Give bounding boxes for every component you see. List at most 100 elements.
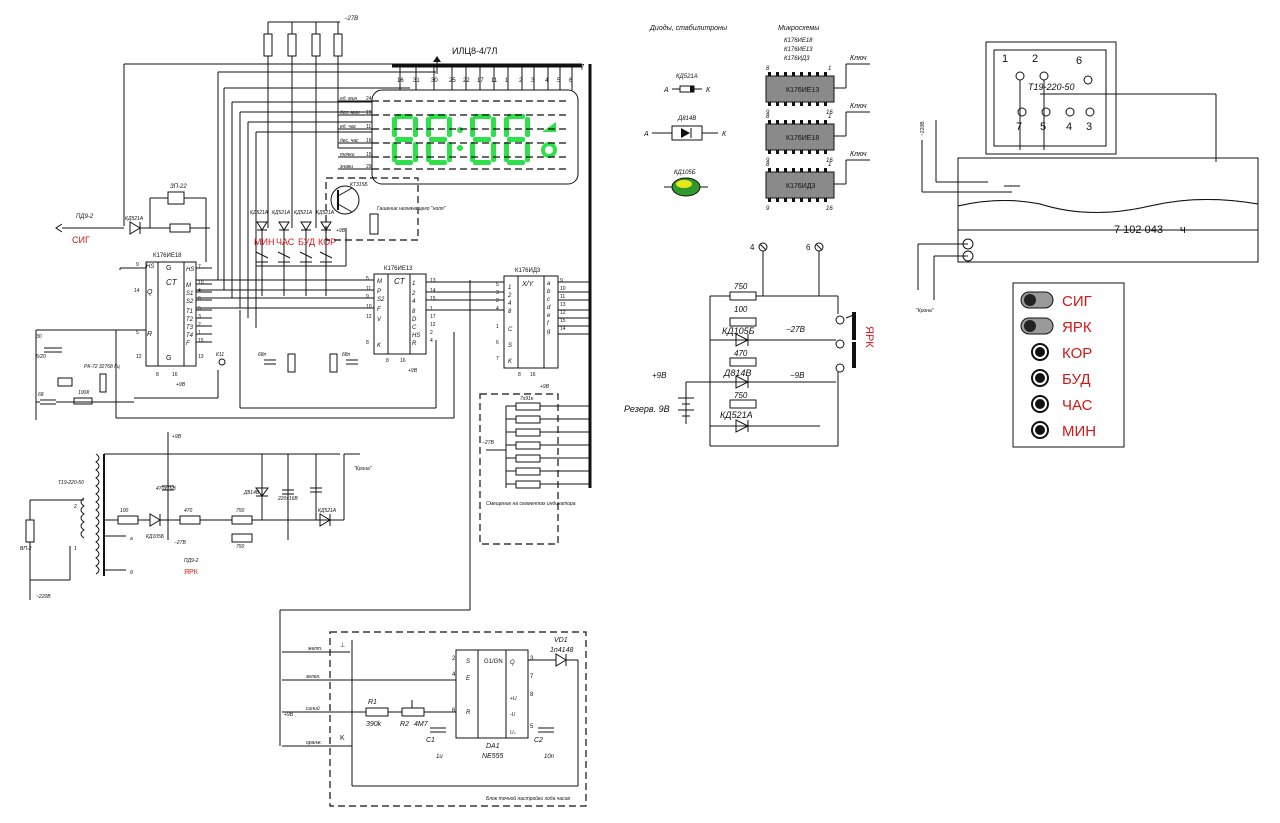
display-row-pin: 16 [366, 138, 372, 144]
pin-num: 9 [366, 294, 369, 300]
d814-relay: Д814В [723, 368, 751, 378]
ne555-block: G1/GN S E R Q +U -U Uₙ DA1 NE555 2 4 6 3… [282, 631, 587, 807]
pin-num: 2 [430, 330, 433, 336]
push-button-cap[interactable] [1035, 347, 1045, 357]
pin-num: 13 [198, 354, 204, 360]
kd105-relay: КД105Б [722, 326, 755, 336]
label-min[interactable]: МИН [254, 237, 274, 247]
u2-pin-left: P [377, 289, 381, 295]
a-letter-ps: а [130, 536, 133, 542]
yark-label-ps: ЯРК [184, 569, 199, 576]
svg-text:5/20: 5/20 [36, 354, 46, 360]
wire-orange: оранж. [306, 740, 322, 746]
push-button-cap[interactable] [1035, 399, 1045, 409]
svg-text:ВП-2: ВП-2 [20, 546, 32, 552]
push-button-cap[interactable] [1035, 373, 1045, 383]
segment [392, 142, 397, 162]
kd521-chas: КД521А [272, 210, 291, 216]
panel-button-label: ЯРК [1062, 319, 1092, 336]
panel-button-1[interactable]: СИГ [1020, 291, 1092, 310]
relay-module: 4 6 750 100 КД105Б −27В 470 Д814В −9В +9… [624, 242, 875, 447]
panel-button-6[interactable]: МИН [1031, 421, 1096, 440]
display-pin: 22 [463, 78, 470, 84]
pin4-label: 4 [750, 243, 755, 252]
svg-text:100: 100 [120, 508, 129, 514]
svg-text:68: 68 [38, 392, 44, 398]
u1-pin-right: S2 [186, 299, 194, 305]
label-kor[interactable]: КОР [318, 237, 336, 247]
segment [470, 142, 475, 162]
svg-text:2: 2 [73, 504, 77, 510]
pin-num: 14 [430, 288, 436, 294]
segment [473, 137, 491, 142]
display-row-label: точки [340, 152, 355, 158]
display-pin: 31 [413, 78, 420, 84]
toggle-knob[interactable] [1024, 320, 1036, 332]
u1-k11: К11 [216, 352, 224, 358]
power-supply: Т19-220-50 2 1 ВП-2 ~220В +9В 100 КД105Б… [20, 432, 372, 600]
legend-pin: 8 [766, 114, 770, 120]
legend-key: Ключ [850, 151, 867, 158]
push-button-cap[interactable] [1035, 425, 1045, 435]
vd1-label: VD1 [554, 637, 568, 644]
panel-button-5[interactable]: ЧАС [1031, 395, 1093, 414]
segment [395, 137, 413, 142]
svg-text:Uₙ: Uₙ [510, 730, 517, 736]
u3-pin-right: b [547, 289, 551, 295]
segment [426, 142, 431, 162]
transformer-pin-label: 7 [1016, 121, 1022, 133]
legend-a-1: А [663, 87, 669, 94]
segment [413, 142, 418, 162]
u2-pin-left: K [377, 343, 382, 349]
yark-switch-label: ЯРК [863, 326, 875, 348]
u2-pin-right: C [412, 325, 417, 331]
panel-button-3[interactable]: КОР [1031, 343, 1092, 362]
panel-button-4[interactable]: БУД [1031, 369, 1091, 388]
zp22-label: ЗП-22 [170, 184, 187, 190]
label-bud[interactable]: БУД [298, 237, 315, 247]
legend-pin: 16 [826, 158, 833, 164]
pin-num: 5 [496, 282, 499, 288]
b-letter-ps: б [130, 570, 133, 576]
pin-num: 15 [430, 296, 436, 302]
u3-pin-left: 1 [508, 285, 511, 291]
svg-text:E: E [466, 676, 471, 682]
display-row-label: ед. мин [340, 96, 357, 102]
svg-text:470: 470 [184, 508, 193, 514]
svg-text:220х16В: 220х16В [277, 496, 298, 502]
svg-text:K: K [340, 735, 345, 742]
toggle-knob[interactable] [1024, 294, 1036, 306]
svg-text:-U: -U [510, 712, 516, 718]
switch-vcc: +9В [336, 228, 346, 234]
kd521-sig: КД521А [125, 216, 144, 222]
legend-chip-2: К176ИЕ13 [784, 47, 813, 53]
svg-text:5: 5 [530, 724, 534, 730]
sig-input: ПД9-2 СИГ КД521А ЗП-22 [55, 184, 210, 262]
u2-pin-left: S2 [377, 297, 385, 303]
svg-text:100К: 100К [78, 390, 90, 396]
legend-pin: 1 [828, 66, 831, 72]
svg-text:S: S [466, 659, 470, 665]
label-chas[interactable]: ЧАС [276, 237, 295, 247]
u3-pin-right: d [547, 305, 551, 311]
segment [429, 137, 447, 142]
c1-label: C1 [426, 737, 435, 744]
colon-dot-top [457, 127, 463, 133]
u1-pin-hs: HS [146, 264, 154, 270]
r1-value: 390k [366, 721, 382, 728]
display-row-label: дес. час [340, 138, 359, 144]
neg27-relay: −27В [786, 325, 806, 334]
u3-pin-left: 4 [508, 301, 512, 307]
pin-num: 3 [496, 290, 499, 296]
display-pin: 5 [557, 78, 561, 84]
pin-num: 16 [530, 372, 536, 378]
legend-diodes-title: Диоды, стабилитроны [649, 24, 728, 32]
segment [447, 142, 452, 162]
ne555-title: G1/GN [484, 659, 503, 665]
panel-button-2[interactable]: ЯРК [1020, 317, 1092, 336]
pin-num: 15 [198, 338, 204, 344]
wire-blue: синий [306, 705, 320, 712]
reserve-label: Резерв. 9В [624, 404, 670, 414]
